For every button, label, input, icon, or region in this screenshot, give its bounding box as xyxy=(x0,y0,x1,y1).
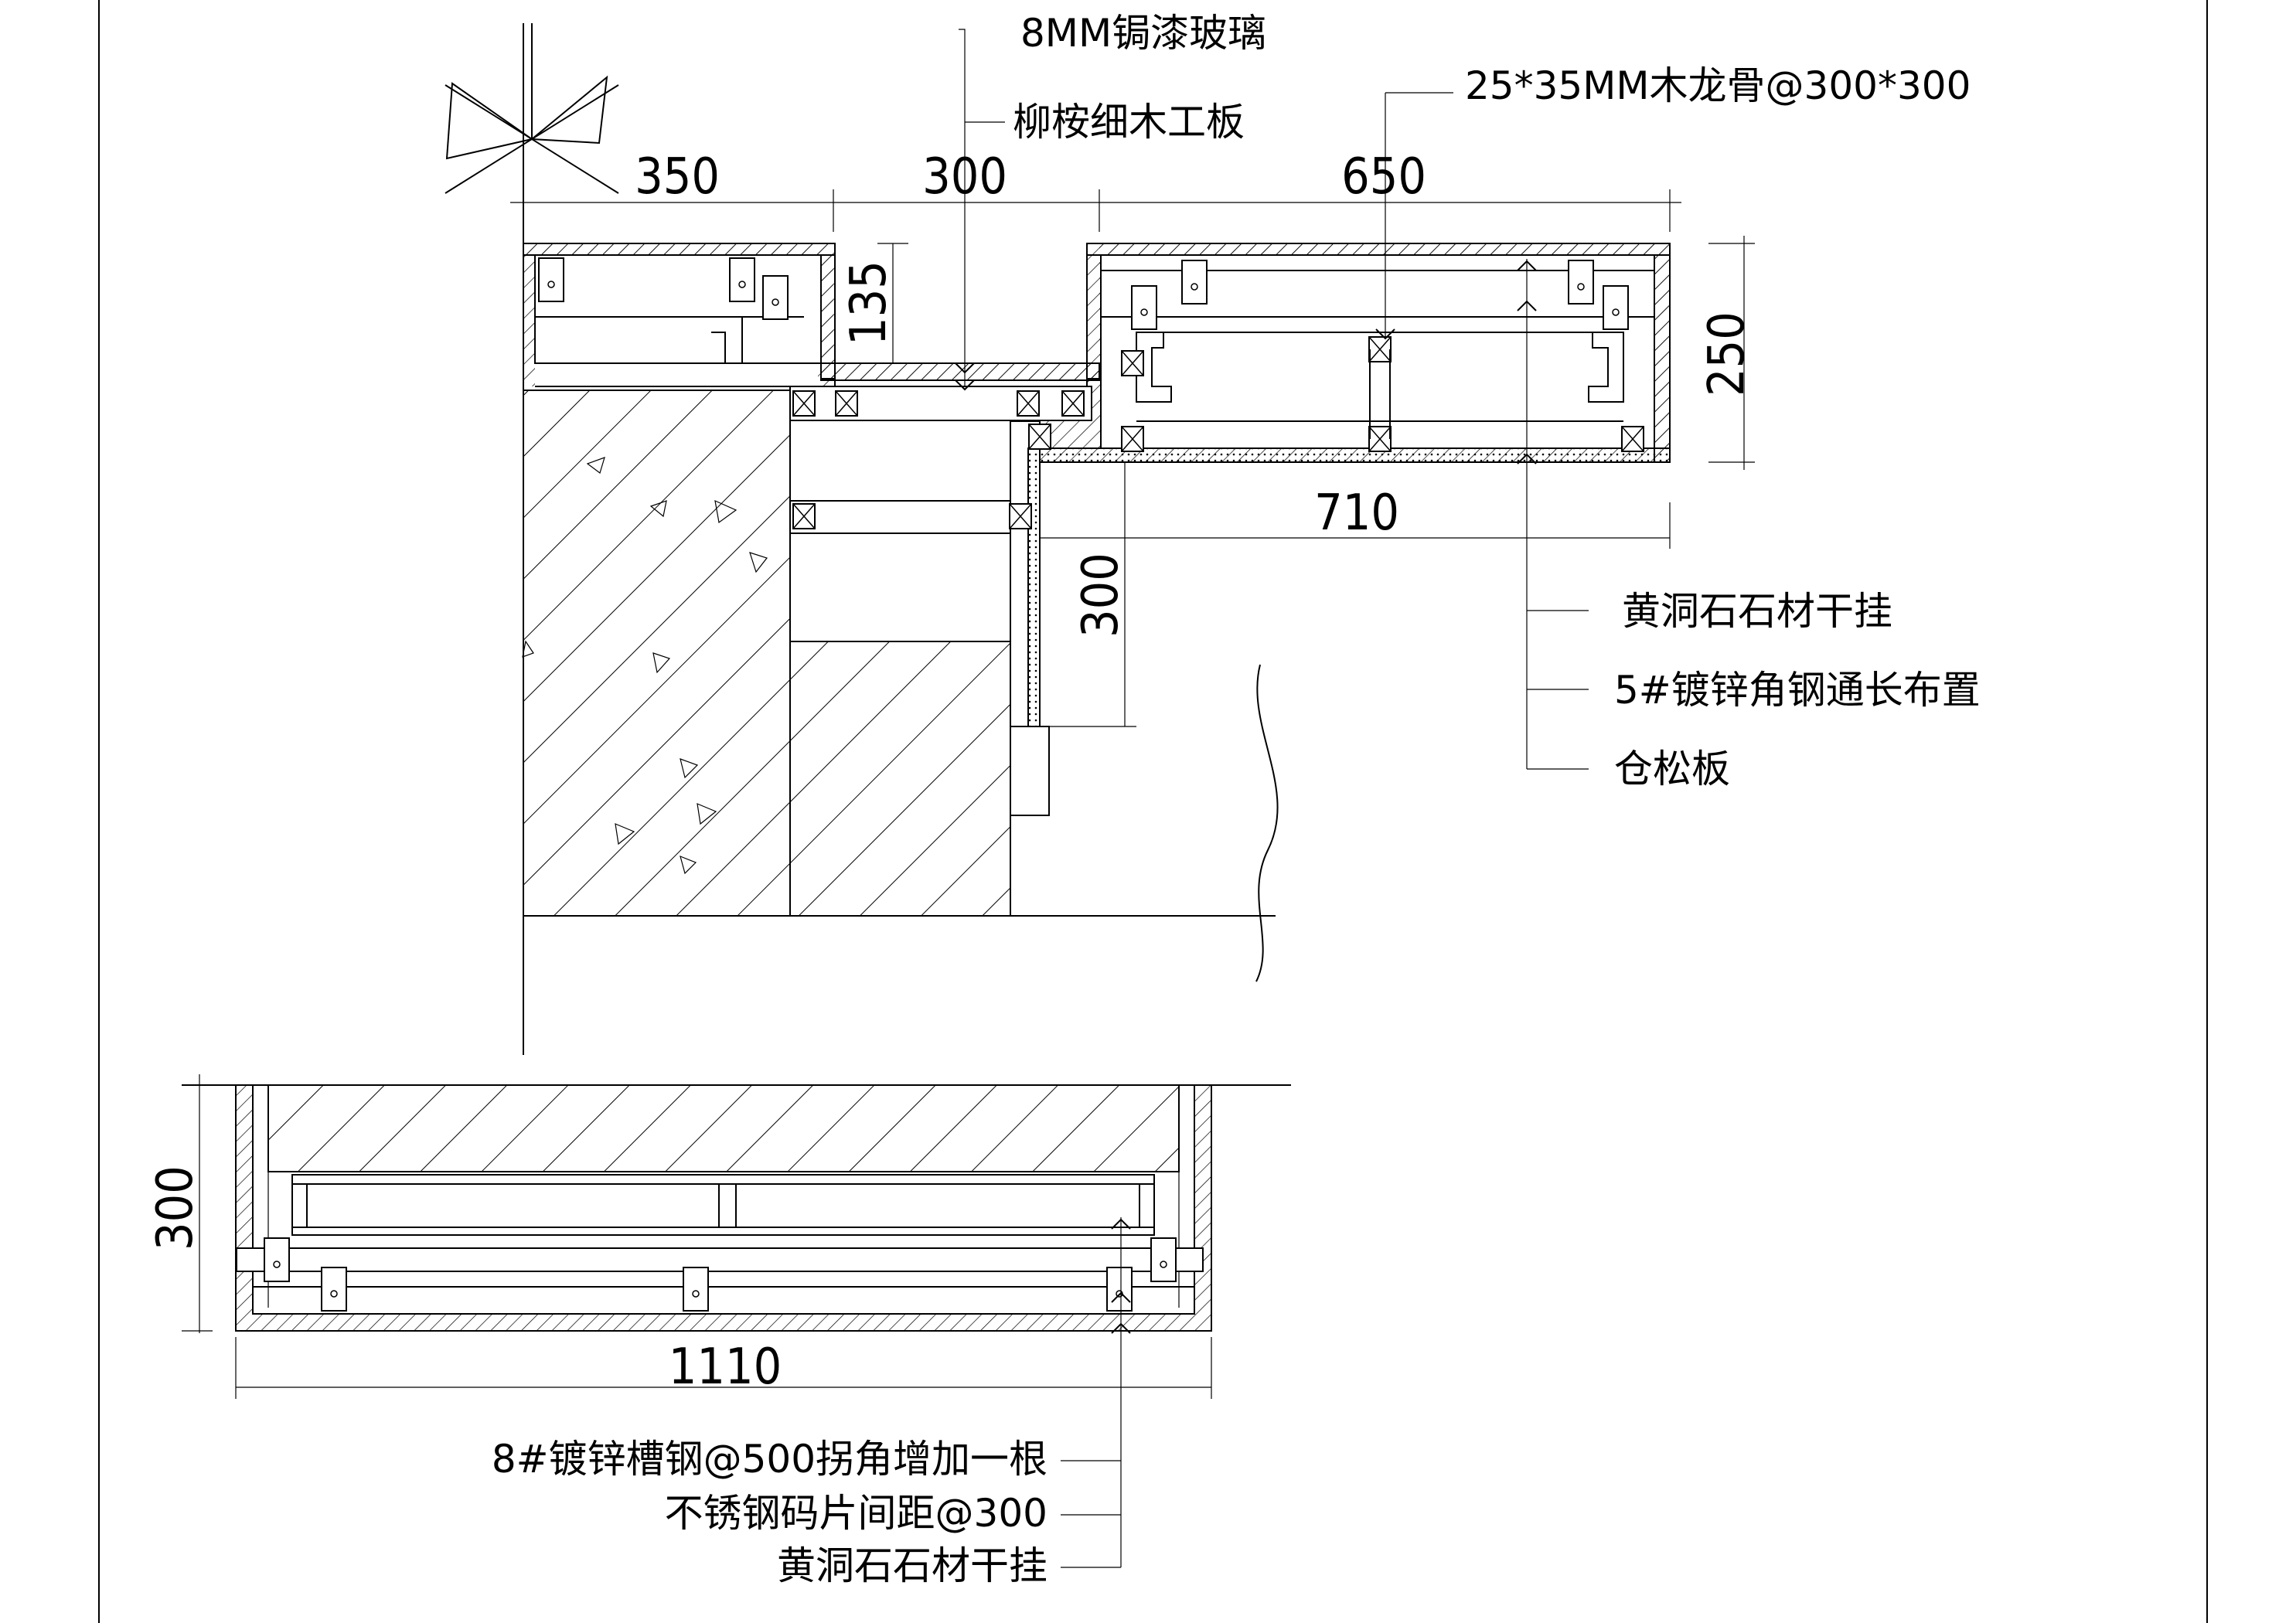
dim-650: 650 xyxy=(1341,148,1426,206)
right-steel-frame xyxy=(1100,254,1655,452)
plan-dimensions xyxy=(510,189,1755,727)
glass-panel-band xyxy=(789,379,1092,529)
dim-135: 135 xyxy=(840,260,898,345)
label-channel-steel: 8#镀锌槽钢@500拐角增加一根 xyxy=(492,1437,1048,1482)
north-arrow-icon xyxy=(445,23,619,194)
dim-300-section: 300 xyxy=(147,1165,204,1250)
break-line xyxy=(1255,664,1279,982)
section-dimensions xyxy=(182,1074,1212,1399)
plan-detail: 350 300 650 135 250 710 300 8MM锔漆玻璃 柳桉细木… xyxy=(445,11,1981,1055)
section-angle-rail xyxy=(236,1237,1204,1312)
label-angle-steel: 5#镀锌角钢通长布置 xyxy=(1614,668,1981,713)
label-section-stone: 黄洞石石材干挂 xyxy=(777,1543,1048,1588)
dim-350: 350 xyxy=(635,148,720,206)
aggregate-marks xyxy=(522,457,768,875)
section-slab xyxy=(267,1084,1180,1172)
section-leaders xyxy=(1061,1217,1131,1568)
plan-leaders xyxy=(955,29,1589,770)
label-board: 柳桉细木工板 xyxy=(1013,100,1245,145)
dim-710: 710 xyxy=(1314,485,1399,542)
label-keel: 25*35MM木龙骨@300*300 xyxy=(1465,63,1971,108)
label-stone: 黄洞石石材干挂 xyxy=(1622,589,1892,634)
dim-250: 250 xyxy=(1698,311,1756,396)
section-detail: 300 1110 8#镀锌槽钢@500拐角增加一根 不锈钢码片间距@300 黄洞… xyxy=(147,1074,1291,1588)
section-channel-steel xyxy=(291,1174,1155,1236)
sheet-border xyxy=(98,0,2208,1623)
label-pine-board: 仓松板 xyxy=(1614,747,1730,791)
label-glass: 8MM锔漆玻璃 xyxy=(1020,11,1266,56)
masonry-block xyxy=(789,641,1011,917)
timber-frame-panel xyxy=(789,386,1011,642)
label-stainless-clip: 不锈钢码片间距@300 xyxy=(665,1491,1048,1536)
concrete-wall xyxy=(522,390,791,917)
dim-1110: 1110 xyxy=(669,1339,782,1396)
left-steel-frame xyxy=(534,254,822,387)
dim-300-mid: 300 xyxy=(1072,553,1129,638)
